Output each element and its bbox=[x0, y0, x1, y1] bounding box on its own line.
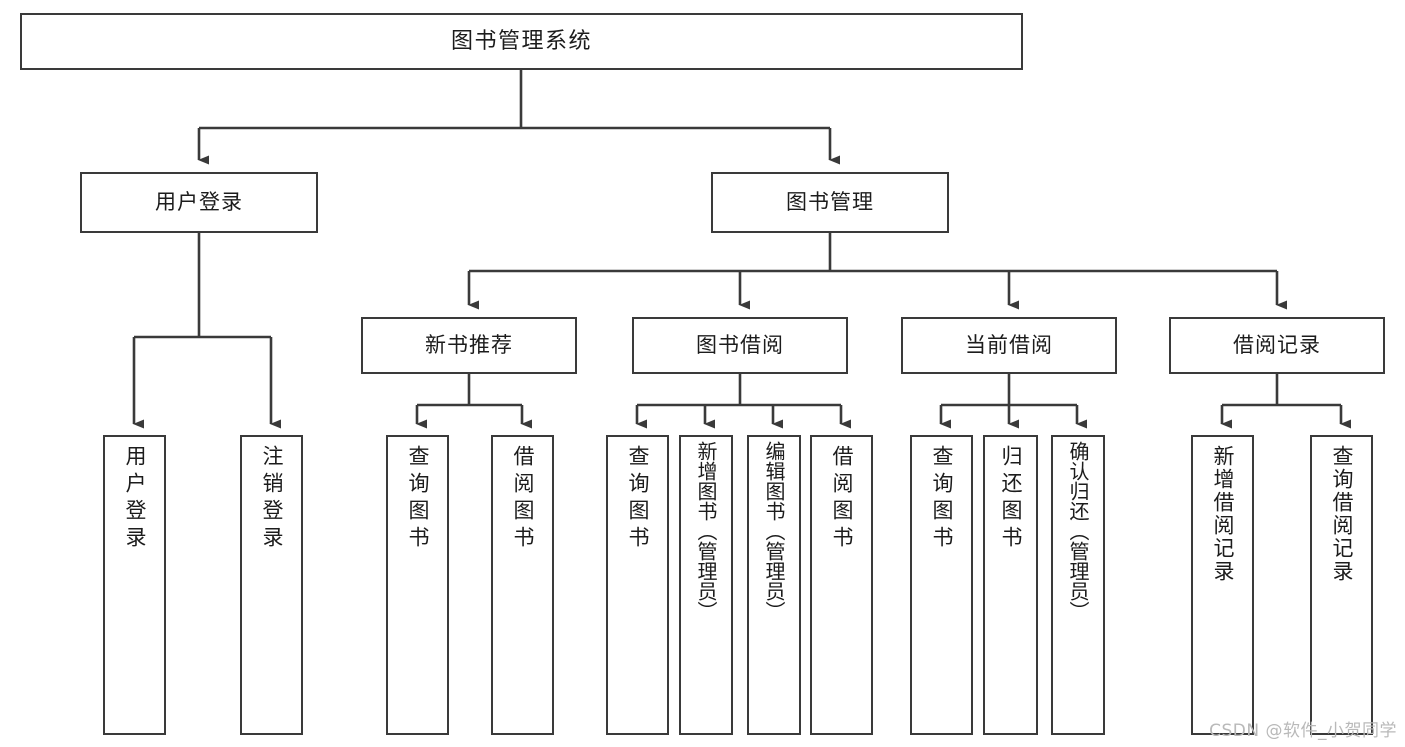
csdn-watermark: CSDN @软件_小贺同学 bbox=[1209, 721, 1397, 741]
node-leaf-return-book-label: 归还图书 bbox=[999, 445, 1023, 553]
node-leaf-add-book[interactable]: 新增图书（管理员） bbox=[679, 435, 733, 735]
node-current-borrow[interactable]: 当前借阅 bbox=[901, 317, 1117, 374]
node-current-borrow-label: 当前借阅 bbox=[965, 333, 1053, 358]
node-leaf-query-book-3-label: 查询图书 bbox=[930, 445, 954, 553]
node-leaf-query-book-2[interactable]: 查询图书 bbox=[606, 435, 669, 735]
node-leaf-confirm-return[interactable]: 确认归还（管理员） bbox=[1051, 435, 1105, 735]
node-new-book-rec[interactable]: 新书推荐 bbox=[361, 317, 577, 374]
node-root-label: 图书管理系统 bbox=[450, 28, 592, 54]
node-leaf-edit-book-label: 编辑图书（管理员） bbox=[762, 441, 786, 621]
node-leaf-return-book[interactable]: 归还图书 bbox=[983, 435, 1038, 735]
node-leaf-query-record-label: 查询借阅记录 bbox=[1330, 445, 1354, 583]
node-borrow-record-label: 借阅记录 bbox=[1233, 333, 1321, 358]
node-leaf-add-book-label: 新增图书（管理员） bbox=[694, 441, 718, 621]
node-leaf-add-record[interactable]: 新增借阅记录 bbox=[1191, 435, 1254, 735]
node-leaf-logout-label: 注销登录 bbox=[260, 445, 284, 553]
node-leaf-borrow-book-1-label: 借阅图书 bbox=[511, 445, 535, 553]
node-leaf-confirm-return-label: 确认归还（管理员） bbox=[1066, 441, 1090, 621]
node-leaf-query-book-1-label: 查询图书 bbox=[406, 445, 430, 553]
node-leaf-borrow-book-1[interactable]: 借阅图书 bbox=[491, 435, 554, 735]
node-leaf-borrow-book-2-label: 借阅图书 bbox=[830, 445, 854, 553]
node-user-login-label: 用户登录 bbox=[155, 190, 243, 215]
node-leaf-edit-book[interactable]: 编辑图书（管理员） bbox=[747, 435, 801, 735]
node-book-manage-label: 图书管理 bbox=[786, 190, 874, 215]
node-leaf-user-login[interactable]: 用户登录 bbox=[103, 435, 166, 735]
node-book-borrow-label: 图书借阅 bbox=[696, 333, 784, 358]
node-user-login[interactable]: 用户登录 bbox=[80, 172, 318, 233]
node-book-manage[interactable]: 图书管理 bbox=[711, 172, 949, 233]
node-leaf-query-book-3[interactable]: 查询图书 bbox=[910, 435, 973, 735]
node-borrow-record[interactable]: 借阅记录 bbox=[1169, 317, 1385, 374]
node-leaf-query-book-1[interactable]: 查询图书 bbox=[386, 435, 449, 735]
node-leaf-query-book-2-label: 查询图书 bbox=[626, 445, 650, 553]
node-leaf-user-login-label: 用户登录 bbox=[123, 445, 147, 553]
node-root[interactable]: 图书管理系统 bbox=[20, 13, 1023, 70]
node-leaf-add-record-label: 新增借阅记录 bbox=[1211, 445, 1235, 583]
node-book-borrow[interactable]: 图书借阅 bbox=[632, 317, 848, 374]
node-new-book-rec-label: 新书推荐 bbox=[425, 333, 513, 358]
node-leaf-query-record[interactable]: 查询借阅记录 bbox=[1310, 435, 1373, 735]
node-leaf-borrow-book-2[interactable]: 借阅图书 bbox=[810, 435, 873, 735]
node-leaf-logout[interactable]: 注销登录 bbox=[240, 435, 303, 735]
